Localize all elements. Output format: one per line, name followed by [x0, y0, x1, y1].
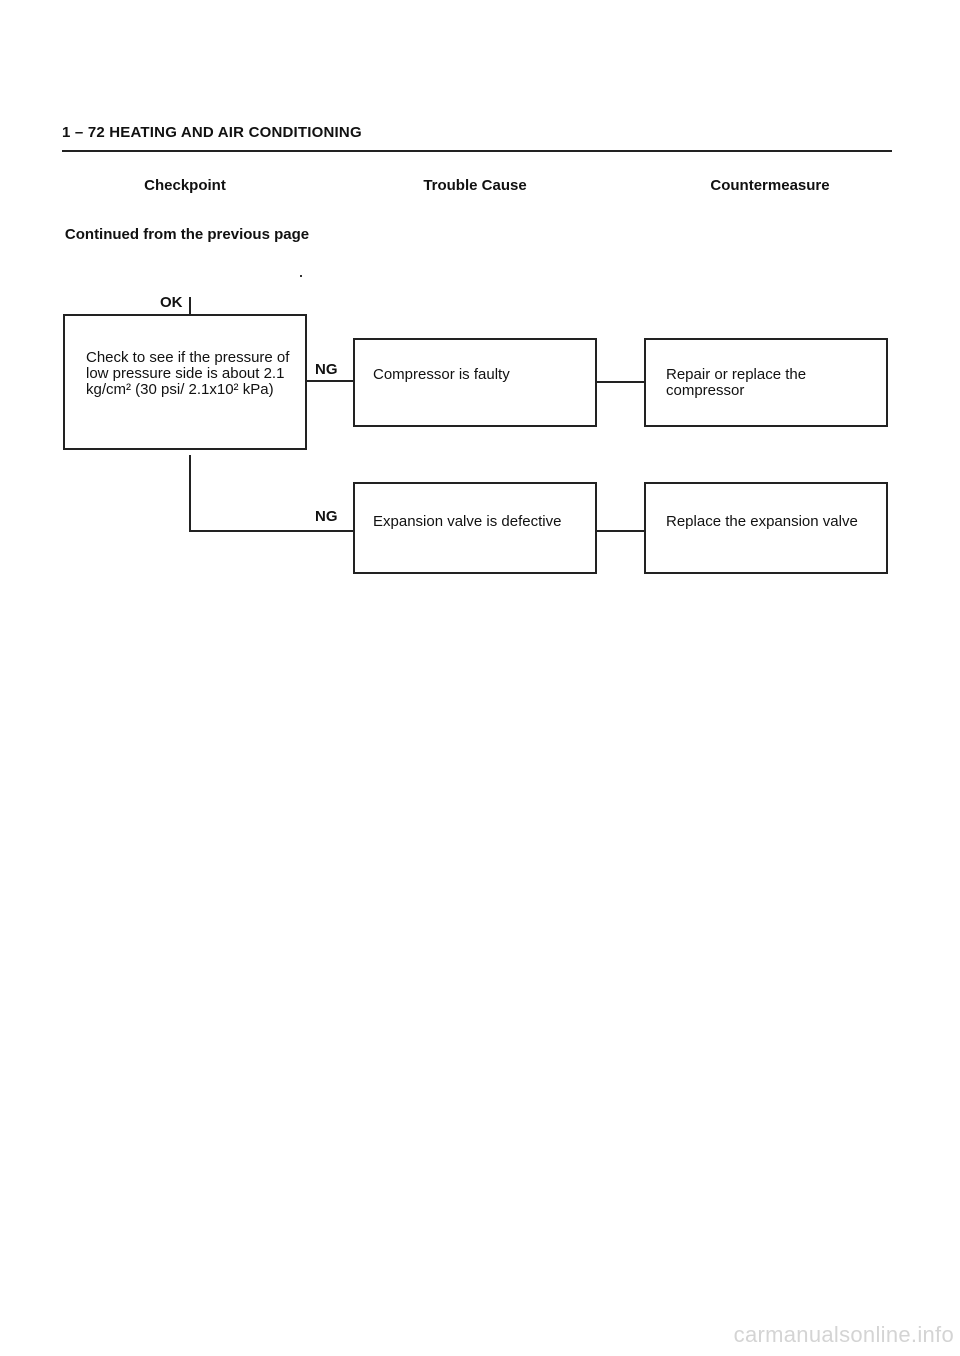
header-rule: [62, 150, 892, 152]
measure-box-compressor: Repair or replace the compressor: [644, 338, 888, 427]
column-heading-trouble-cause: Trouble Cause: [423, 177, 527, 194]
stray-dot: [300, 275, 302, 277]
measure-box-expansion-valve: Replace the expansion valve: [644, 482, 888, 574]
site-credit: carmanualsonline.info: [733, 1322, 954, 1347]
connector-expansion-to-replace: [597, 530, 645, 532]
cause-box-expansion-valve: Expansion valve is defective: [353, 482, 597, 574]
connector-check-to-compressor: [307, 380, 354, 382]
column-heading-checkpoint: Checkpoint: [144, 177, 226, 194]
cause-box-compressor: Compressor is faulty: [353, 338, 597, 427]
branch-connector-vertical: [189, 455, 191, 531]
ng-label-2: NG: [315, 508, 338, 525]
ok-label: OK: [160, 294, 183, 311]
ok-connector: [189, 297, 191, 315]
page-header: 1 – 72 HEATING AND AIR CONDITIONING: [62, 124, 362, 141]
connector-compressor-to-repair: [597, 381, 645, 383]
branch-connector-horizontal: [189, 530, 354, 532]
check-pressure-box: Check to see if the pressure of low pres…: [63, 314, 307, 450]
continued-note: Continued from the previous page: [64, 226, 310, 243]
ng-label-1: NG: [315, 361, 338, 378]
column-heading-countermeasure: Countermeasure: [710, 177, 830, 194]
